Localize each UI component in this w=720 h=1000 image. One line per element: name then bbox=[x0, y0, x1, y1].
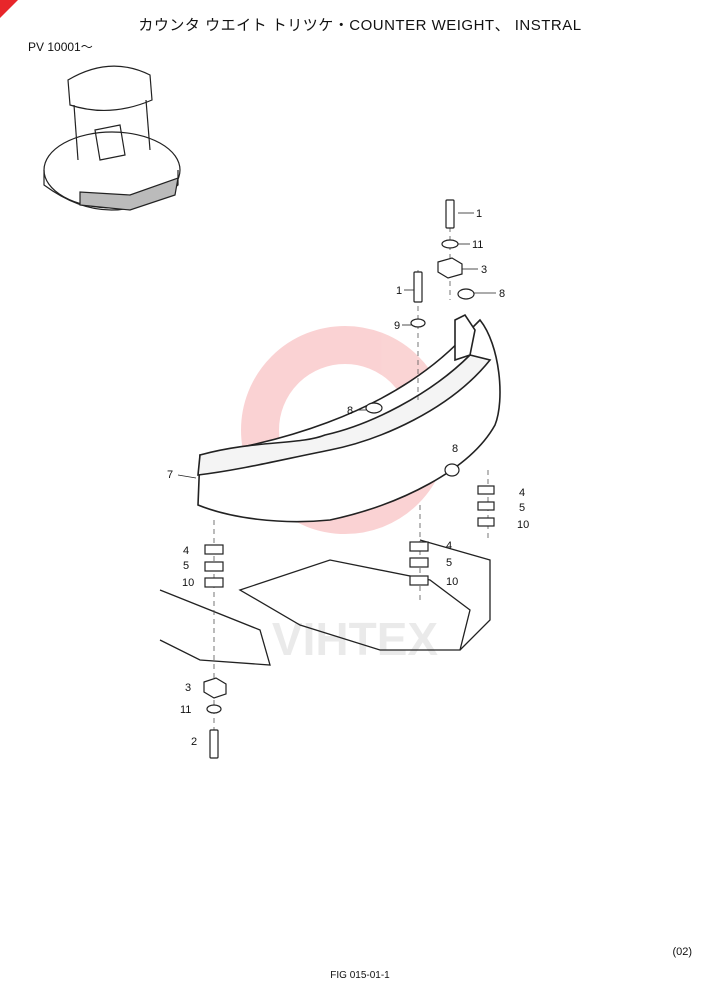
figure-number: FIG 015-01-1 bbox=[330, 970, 390, 981]
frame-structure bbox=[159, 539, 491, 666]
shim-10-right bbox=[477, 517, 495, 527]
callout-weight: 7 bbox=[167, 469, 173, 481]
callout-bottom-bolt: 2 bbox=[191, 736, 197, 748]
page-code: (02) bbox=[672, 946, 692, 958]
serial-range: PV 10001〜 bbox=[28, 40, 93, 54]
block-3-bottom bbox=[203, 677, 227, 699]
collar-11-bottom bbox=[206, 704, 222, 714]
callout-top-block: 3 bbox=[481, 264, 487, 276]
washer-9-left bbox=[410, 318, 426, 328]
callout-left-shim-c: 10 bbox=[182, 577, 194, 589]
page-title: カウンタ ウエイト トリツケ・COUNTER WEIGHT、 INSTRAL bbox=[138, 17, 582, 34]
frame-left-beam bbox=[159, 589, 271, 666]
watermark-wordmark: VIHTEX bbox=[272, 613, 438, 665]
block-3-top bbox=[437, 257, 463, 279]
inset-canopy-roof bbox=[67, 65, 153, 112]
callout-top-collar: 11 bbox=[472, 239, 483, 251]
inset-canopy-post-left bbox=[73, 104, 79, 161]
callout-center-shim-c: 10 bbox=[446, 576, 458, 588]
counterweight-part-7 bbox=[197, 313, 501, 523]
shim-10-left bbox=[204, 577, 224, 588]
fastener-parts bbox=[203, 199, 495, 759]
leader-weight bbox=[177, 474, 197, 479]
callout-center-shim-a: 4 bbox=[446, 540, 452, 552]
callout-left-shim-a: 4 bbox=[183, 545, 189, 557]
callout-right-shim-a: 4 bbox=[519, 487, 525, 499]
callout-center-shim-b: 5 bbox=[446, 557, 452, 569]
inset-canopy-post-right bbox=[145, 99, 151, 151]
callout-leaders bbox=[177, 212, 496, 479]
shim-5-right bbox=[477, 501, 495, 511]
frame-center-plate bbox=[238, 559, 471, 651]
counterweight-top-face bbox=[197, 354, 492, 476]
callout-right-cap-mid: 8 bbox=[452, 443, 458, 455]
bolt-1-top bbox=[445, 199, 455, 229]
callout-right-shim-b: 5 bbox=[519, 502, 525, 514]
bolt-1-left bbox=[413, 271, 423, 303]
shim-4-left bbox=[204, 544, 224, 555]
watermark-gear-tooth-top bbox=[325, 330, 365, 360]
inset-counterweight bbox=[79, 177, 179, 211]
inset-seat bbox=[94, 124, 126, 161]
shim-4-center bbox=[409, 541, 429, 552]
counterweight-body bbox=[197, 318, 501, 523]
callout-left-shim-b: 5 bbox=[183, 560, 189, 572]
callout-left-washer: 9 bbox=[394, 320, 400, 332]
excavator-inset bbox=[43, 65, 181, 211]
shim-5-left bbox=[204, 561, 224, 572]
callout-top-bolt: 1 bbox=[476, 208, 482, 220]
cap-8-right bbox=[444, 463, 460, 477]
corner-triangle-shape bbox=[0, 0, 18, 18]
cap-8-center bbox=[365, 402, 383, 414]
corner-triangle-mark bbox=[0, 0, 18, 18]
shim-5-center bbox=[409, 557, 429, 568]
callout-center-cap: 8 bbox=[347, 405, 353, 417]
callout-labels: 1 11 3 8 1 9 8 8 7 4 5 10 4 5 10 4 5 10 … bbox=[167, 208, 529, 748]
shim-10-center bbox=[409, 575, 429, 586]
callout-bottom-collar: 11 bbox=[180, 704, 191, 716]
frame-right-beam bbox=[419, 539, 491, 651]
callout-bottom-block: 3 bbox=[185, 682, 191, 694]
shim-4-right bbox=[477, 485, 495, 495]
counterweight-bracket bbox=[454, 313, 476, 362]
bolt-2-bottom bbox=[209, 729, 219, 759]
cap-8-top bbox=[457, 288, 475, 300]
collar-11-top bbox=[441, 239, 459, 249]
callout-left-bolt: 1 bbox=[396, 285, 402, 297]
callout-right-cap-top: 8 bbox=[499, 288, 505, 300]
callout-right-shim-c: 10 bbox=[517, 519, 529, 531]
